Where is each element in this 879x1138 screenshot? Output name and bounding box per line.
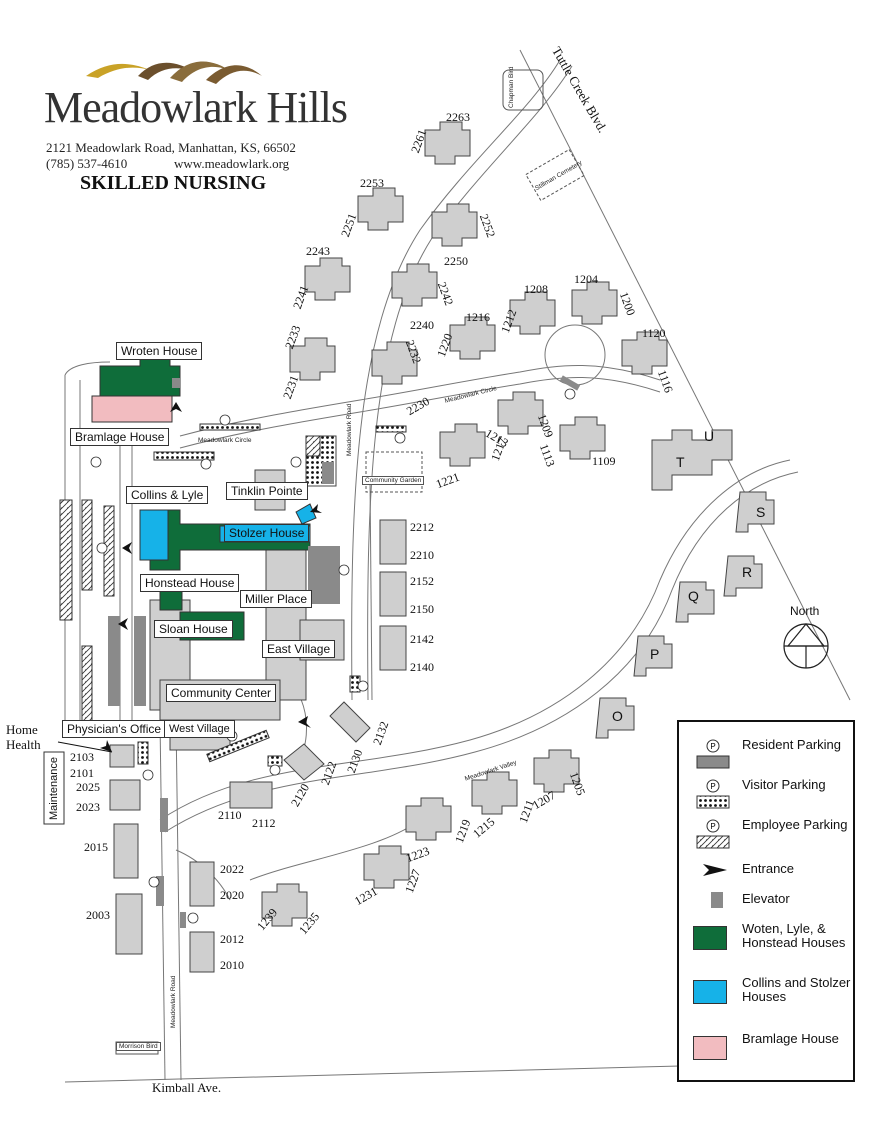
green-swatch xyxy=(693,926,727,950)
unit-2101: 2101 xyxy=(70,766,94,780)
morrison-bird: Morrison Bird xyxy=(116,1042,161,1051)
label-collins-lyle: Collins & Lyle xyxy=(126,486,209,504)
legend-entrance-label: Entrance xyxy=(742,861,795,876)
unit-2003: 2003 xyxy=(86,908,110,922)
street-meadowlark-road-south: Meadowlark Road xyxy=(170,975,177,1028)
legend-resident-parking-label: Resident Parking xyxy=(742,737,841,752)
label-home-health: Home Health xyxy=(6,722,41,752)
unit-2015: 2015 xyxy=(84,840,108,854)
community-garden-box xyxy=(365,451,423,493)
chapman-bird: Chapman Bird xyxy=(508,66,515,108)
website[interactable]: www.meadowlark.org xyxy=(174,156,290,171)
north-label: North xyxy=(790,604,820,618)
pink-swatch xyxy=(693,1036,727,1060)
unit-2240: 2240 xyxy=(410,318,434,332)
label-community-center: Community Center xyxy=(166,684,277,702)
label-east-village: East Village xyxy=(262,640,336,658)
street-meadowlark-circle-west: Meadowlark Circle xyxy=(198,437,252,444)
label-miller: Miller Place xyxy=(240,590,313,608)
elevator-icon xyxy=(711,892,723,908)
unit-2152: 2152 xyxy=(410,574,434,588)
unit-2010: 2010 xyxy=(220,958,244,972)
bramlage-house xyxy=(91,395,173,423)
entrance-arrows xyxy=(100,402,322,752)
street-kimball: Kimball Ave. xyxy=(152,1080,222,1095)
label-maintenance: Maintenance xyxy=(48,757,60,820)
logo-mark xyxy=(86,61,262,84)
unit-2012: 2012 xyxy=(220,932,244,946)
label-wroten: Wroten House xyxy=(116,342,203,360)
blue-swatch xyxy=(693,980,727,1004)
house-u: U xyxy=(704,428,715,444)
unit-2243: 2243 xyxy=(306,244,330,258)
org-name: Meadowlark Hills xyxy=(44,83,348,132)
unit-2253: 2253 xyxy=(360,176,384,190)
entrance-arrow-icon xyxy=(703,864,727,876)
unit-2110: 2110 xyxy=(218,808,242,822)
label-sloan: Sloan House xyxy=(154,620,233,638)
visitor-parking xyxy=(137,423,407,767)
label-physicians-office: Physician's Office xyxy=(62,720,167,738)
phone: (785) 537-4610 xyxy=(46,156,128,171)
unit-1216: 1216 xyxy=(466,310,490,324)
cottages xyxy=(109,121,775,973)
unit-2103: 2103 xyxy=(70,750,94,764)
unit-2250: 2250 xyxy=(444,254,468,268)
unit-2212: 2212 xyxy=(410,520,434,534)
label-honstead: Honstead House xyxy=(140,574,240,592)
visitor-parking-icon: P xyxy=(696,779,730,809)
label-west-village: West Village xyxy=(164,720,235,738)
elevators xyxy=(108,375,581,928)
employee-parking xyxy=(59,435,321,727)
unit-2150: 2150 xyxy=(410,602,434,616)
resident-parking-icon: P xyxy=(696,739,730,769)
legend: P Resident Parking P Visitor Parking P E… xyxy=(677,720,855,1082)
chapman-bird-box xyxy=(502,69,544,111)
label-tinklin: Tinklin Pointe xyxy=(226,482,308,500)
unit-1204: 1204 xyxy=(574,272,598,286)
visitor-parking-symbol: P xyxy=(710,782,715,791)
label-stolzer: Stolzer House xyxy=(224,524,310,542)
unit-1109: 1109 xyxy=(592,454,616,468)
employee-parking-symbol: P xyxy=(710,822,715,831)
unit-2210: 2210 xyxy=(410,548,434,562)
unit-2022: 2022 xyxy=(220,862,244,876)
legend-pink-label: Bramlage House xyxy=(742,1031,839,1046)
section-title: SKILLED NURSING xyxy=(80,172,267,194)
house-t: T xyxy=(676,454,685,470)
label-bramlage: Bramlage House xyxy=(70,428,170,446)
unit-2140: 2140 xyxy=(410,660,434,674)
legend-blue-label: Collins and Stolzer Houses xyxy=(742,975,851,1004)
legend-green-label: Woten, Lyle, & Honstead Houses xyxy=(742,921,846,950)
unit-2112: 2112 xyxy=(252,816,276,830)
unit-1208: 1208 xyxy=(524,282,548,296)
stillman-cemetery-box xyxy=(525,148,585,202)
unit-1120: 1120 xyxy=(642,326,666,340)
house-o: O xyxy=(612,708,623,724)
unit-2023: 2023 xyxy=(76,800,100,814)
house-r: R xyxy=(742,564,753,580)
community-garden: Community Garden xyxy=(362,476,425,485)
house-p: P xyxy=(650,646,660,662)
north-compass xyxy=(783,623,829,669)
resident-parking-symbol: P xyxy=(710,742,715,751)
unit-2020: 2020 xyxy=(220,888,244,902)
unit-2263: 2263 xyxy=(446,110,470,124)
legend-visitor-parking-label: Visitor Parking xyxy=(742,777,826,792)
unit-2025: 2025 xyxy=(76,780,100,794)
address: 2121 Meadowlark Road, Manhattan, KS, 665… xyxy=(46,140,296,155)
maintenance-box xyxy=(43,751,65,825)
legend-elevator-label: Elevator xyxy=(742,891,790,906)
parking-markers xyxy=(90,388,576,924)
legend-employee-parking-label: Employee Parking xyxy=(742,817,848,832)
house-q: Q xyxy=(688,588,699,604)
house-s: S xyxy=(756,504,766,520)
unit-2142: 2142 xyxy=(410,632,434,646)
street-meadowlark-road-north: Meadowlark Road xyxy=(346,403,353,456)
employee-parking-icon: P xyxy=(696,819,730,849)
